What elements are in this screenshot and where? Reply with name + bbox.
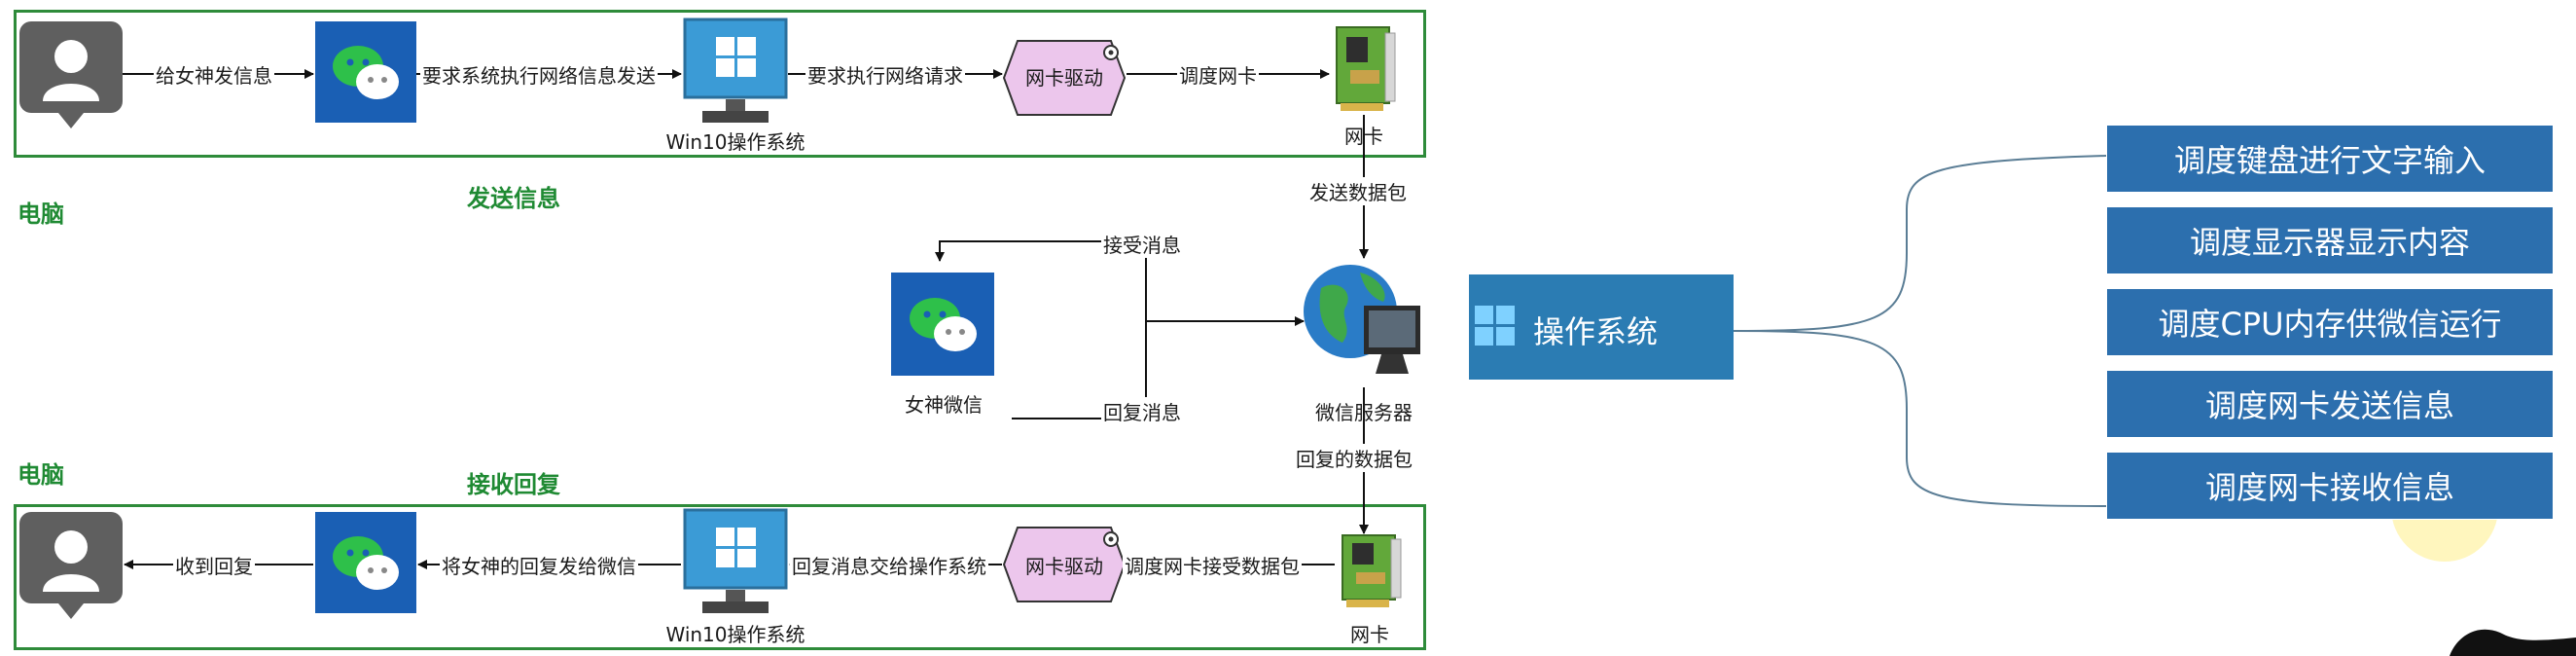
- top-flow-frame: [14, 10, 1426, 158]
- reply-msg-label: 回复消息: [1101, 397, 1183, 425]
- user-avatar-icon-bottom: [19, 512, 123, 619]
- nic-driver-label-top: 网卡驱动: [1025, 66, 1103, 90]
- wechat-app-icon-bottom: [315, 512, 416, 613]
- msg-received-reply: 收到回复: [173, 551, 255, 579]
- receive-reply-label: 接收回复: [467, 471, 560, 498]
- task-display: 调度显示器显示内容: [2106, 206, 2554, 274]
- wechat-app-icon: [315, 21, 416, 123]
- reply-packet-label: 回复的数据包: [1294, 444, 1414, 472]
- network-card-icon-bottom: [1337, 533, 1403, 611]
- os-caption-bottom: Win10操作系统: [665, 623, 805, 646]
- windows-monitor-icon: [683, 18, 788, 127]
- nic-driver-node-bottom: [1002, 526, 1127, 603]
- msg-send-to-goddess: 给女神发信息: [154, 60, 274, 89]
- goddess-wechat-icon: [891, 273, 994, 376]
- bottom-flow-frame: [14, 504, 1426, 650]
- goddess-wechat-caption: 女神微信: [905, 393, 983, 417]
- task-nic-send: 调度网卡发送信息: [2106, 370, 2554, 438]
- windows-monitor-icon-bottom: [683, 508, 788, 617]
- send-info-label: 发送信息: [467, 185, 560, 212]
- receive-msg-label: 接受消息: [1101, 230, 1183, 258]
- task-keyboard: 调度键盘进行文字输入: [2106, 125, 2554, 193]
- computer-label-top: 电脑: [18, 200, 64, 228]
- task-cpu-memory: 调度CPU内存供微信运行: [2106, 288, 2554, 356]
- send-packet-label: 发送数据包: [1307, 177, 1409, 205]
- msg-schedule-nic: 调度网卡: [1177, 60, 1259, 89]
- msg-request-network: 要求执行网络请求: [805, 60, 965, 89]
- nic-driver-label-bottom: 网卡驱动: [1025, 555, 1103, 578]
- wechat-server-caption: 微信服务器: [1315, 401, 1413, 424]
- wechat-server-icon: [1300, 259, 1424, 385]
- nic-caption-top: 网卡: [1344, 125, 1383, 148]
- msg-forward-reply-to-wechat: 将女神的回复发给微信: [440, 551, 638, 579]
- network-card-icon: [1331, 23, 1397, 115]
- msg-reply-to-os: 回复消息交给操作系统: [790, 551, 988, 579]
- nic-driver-node: [1002, 39, 1127, 117]
- os-panel-title: 操作系统: [1533, 313, 1659, 350]
- nic-caption-bottom: 网卡: [1350, 623, 1389, 646]
- user-avatar-icon: [19, 21, 123, 128]
- os-caption-top: Win10操作系统: [665, 130, 805, 154]
- windows-logo-icon: [1475, 306, 1516, 346]
- computer-label-bottom: 电脑: [18, 461, 64, 489]
- msg-nic-receive-packet: 调度网卡接受数据包: [1123, 551, 1302, 579]
- task-nic-receive: 调度网卡接收信息: [2106, 452, 2554, 520]
- msg-request-system-send: 要求系统执行网络信息发送: [420, 60, 658, 89]
- os-panel: 操作系统: [1469, 274, 1734, 380]
